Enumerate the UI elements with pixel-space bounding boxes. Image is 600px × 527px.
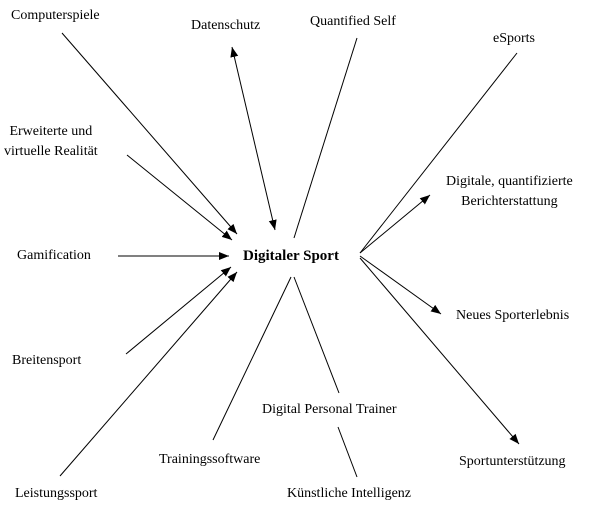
arrow-leistungssport: [59, 271, 238, 477]
node-erweiterte-line2: virtuelle Realität: [4, 144, 98, 159]
node-digitale-berichterstattung: Digitale, quantifizierte Berichterstattu…: [446, 172, 573, 212]
node-esports: eSports: [493, 31, 535, 46]
node-digitale-line1: Digitale, quantifizierte: [446, 174, 573, 189]
arrow-erweiterte-realitaet: [126, 154, 233, 241]
node-sportunterstuetzung: Sportunterstützung: [459, 454, 566, 469]
node-neues-sporterlebnis: Neues Sporterlebnis: [456, 308, 570, 323]
line-trainingssoftware: [212, 276, 292, 441]
node-erweiterte-line1: Erweiterte und: [9, 124, 93, 139]
node-kuenstliche-intelligenz: Künstliche Intelligenz: [287, 486, 412, 501]
arrow-digitale-berichterstattung: [359, 194, 431, 254]
node-quantified-self: Quantified Self: [310, 14, 396, 29]
node-leistungssport: Leistungssport: [15, 486, 98, 501]
line-quantified-self: [293, 37, 358, 239]
arrow-datenschutz: [230, 46, 277, 231]
node-trainingssoftware: Trainingssoftware: [159, 452, 261, 467]
node-erweiterte-realitaet: Erweiterte und virtuelle Realität: [4, 122, 98, 162]
arrow-neues-sporterlebnis: [359, 255, 442, 315]
node-datenschutz: Datenschutz: [191, 18, 261, 33]
arrow-computerspiele: [61, 32, 238, 235]
center-node-label: Digitaler Sport: [243, 248, 339, 264]
line-esports: [359, 52, 518, 254]
arrow-breitensport: [125, 266, 232, 355]
line-digital-personal-trainer: [293, 276, 340, 394]
line-kuenstliche-intelligenz: [337, 426, 358, 478]
node-digitale-line2: Berichterstattung: [461, 194, 558, 209]
arrow-sportunterstuetzung: [359, 257, 520, 445]
node-digital-personal-trainer: Digital Personal Trainer: [262, 402, 397, 417]
node-gamification: Gamification: [17, 248, 91, 263]
node-breitensport: Breitensport: [12, 353, 82, 368]
node-computerspiele: Computerspiele: [11, 8, 100, 23]
